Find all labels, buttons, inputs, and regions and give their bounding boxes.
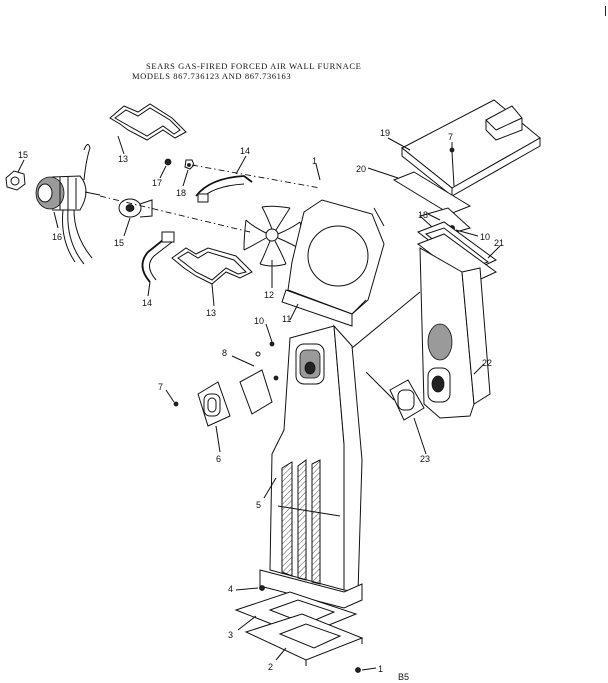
callout-3: 3: [228, 630, 233, 640]
gas-tube-14-upper: [195, 175, 253, 203]
leader-lines: [17, 135, 501, 671]
access-plate-6: [197, 381, 231, 427]
scan-edge-mark: [605, 6, 606, 16]
callout-15-right: 15: [114, 238, 124, 248]
flue-gasket-20: [392, 171, 472, 215]
fastener-centerline: [191, 164, 321, 189]
callout-4: 4: [228, 584, 233, 594]
callout-13-lower: 13: [206, 308, 216, 318]
callout-labels: 15 16 15 13 13 14 14 17 18 1 12 11 10 8 …: [18, 128, 504, 682]
connector-line: [351, 291, 421, 349]
callout-8: 8: [222, 348, 227, 358]
diagram-title-line1: SEARS GAS-FIRED FORCED AIR WALL FURNACE: [146, 61, 362, 71]
callout-14-lower: 14: [142, 298, 152, 308]
callout-1-bottom: 1: [378, 664, 383, 674]
motor-mount-bracket-15-right: [118, 198, 153, 218]
callout-22: 22: [482, 358, 492, 368]
motor-shaft-centerline: [99, 195, 251, 233]
callout-21: 21: [494, 238, 504, 248]
gas-tube-14-lower: [141, 231, 175, 283]
base-plate-2: [244, 613, 364, 666]
callout-17: 17: [152, 178, 162, 188]
motor-mount-nut-15-left: [5, 170, 26, 191]
mounting-gasket-13-lower: [171, 247, 253, 285]
callout-16: 16: [52, 232, 62, 242]
heat-exchanger-5: [259, 324, 363, 609]
page-code-b5: B5: [398, 672, 409, 682]
callout-12: 12: [264, 290, 274, 300]
connector-line: [365, 371, 395, 401]
callout-23: 23: [420, 454, 430, 464]
callout-1-top: 1: [312, 156, 317, 166]
callout-14-upper: 14: [240, 146, 250, 156]
callout-7-right: 7: [448, 132, 453, 142]
screws-1-4: [259, 585, 361, 673]
callout-11: 11: [282, 314, 291, 324]
callout-19: 19: [380, 128, 390, 138]
callout-18-right: 18: [418, 210, 428, 220]
callout-13-upper: 13: [118, 154, 128, 164]
connector-line: [373, 207, 385, 227]
flue-collector-22: [419, 247, 491, 419]
callout-5: 5: [256, 500, 261, 510]
diagram-title-line2: MODELS 867.736123 AND 867.736163: [132, 71, 292, 81]
callout-6: 6: [216, 454, 221, 464]
callout-20: 20: [356, 164, 366, 174]
callout-10-right: 10: [480, 232, 490, 242]
callout-18-left: 18: [176, 188, 186, 198]
callout-15-left: 15: [18, 150, 28, 160]
small-fasteners-17-18: [164, 158, 195, 170]
callout-7-left: 7: [158, 382, 163, 392]
gasket-8-9: [239, 341, 279, 415]
mounting-gasket-13-upper: [109, 103, 187, 141]
blower-housing-11: [281, 199, 385, 327]
callout-10-left: 10: [254, 316, 264, 326]
screw-7-left: [173, 401, 179, 407]
flue-outlet-gasket-23: [389, 379, 425, 421]
blower-motor-16: [35, 144, 101, 265]
callout-2: 2: [268, 662, 273, 672]
